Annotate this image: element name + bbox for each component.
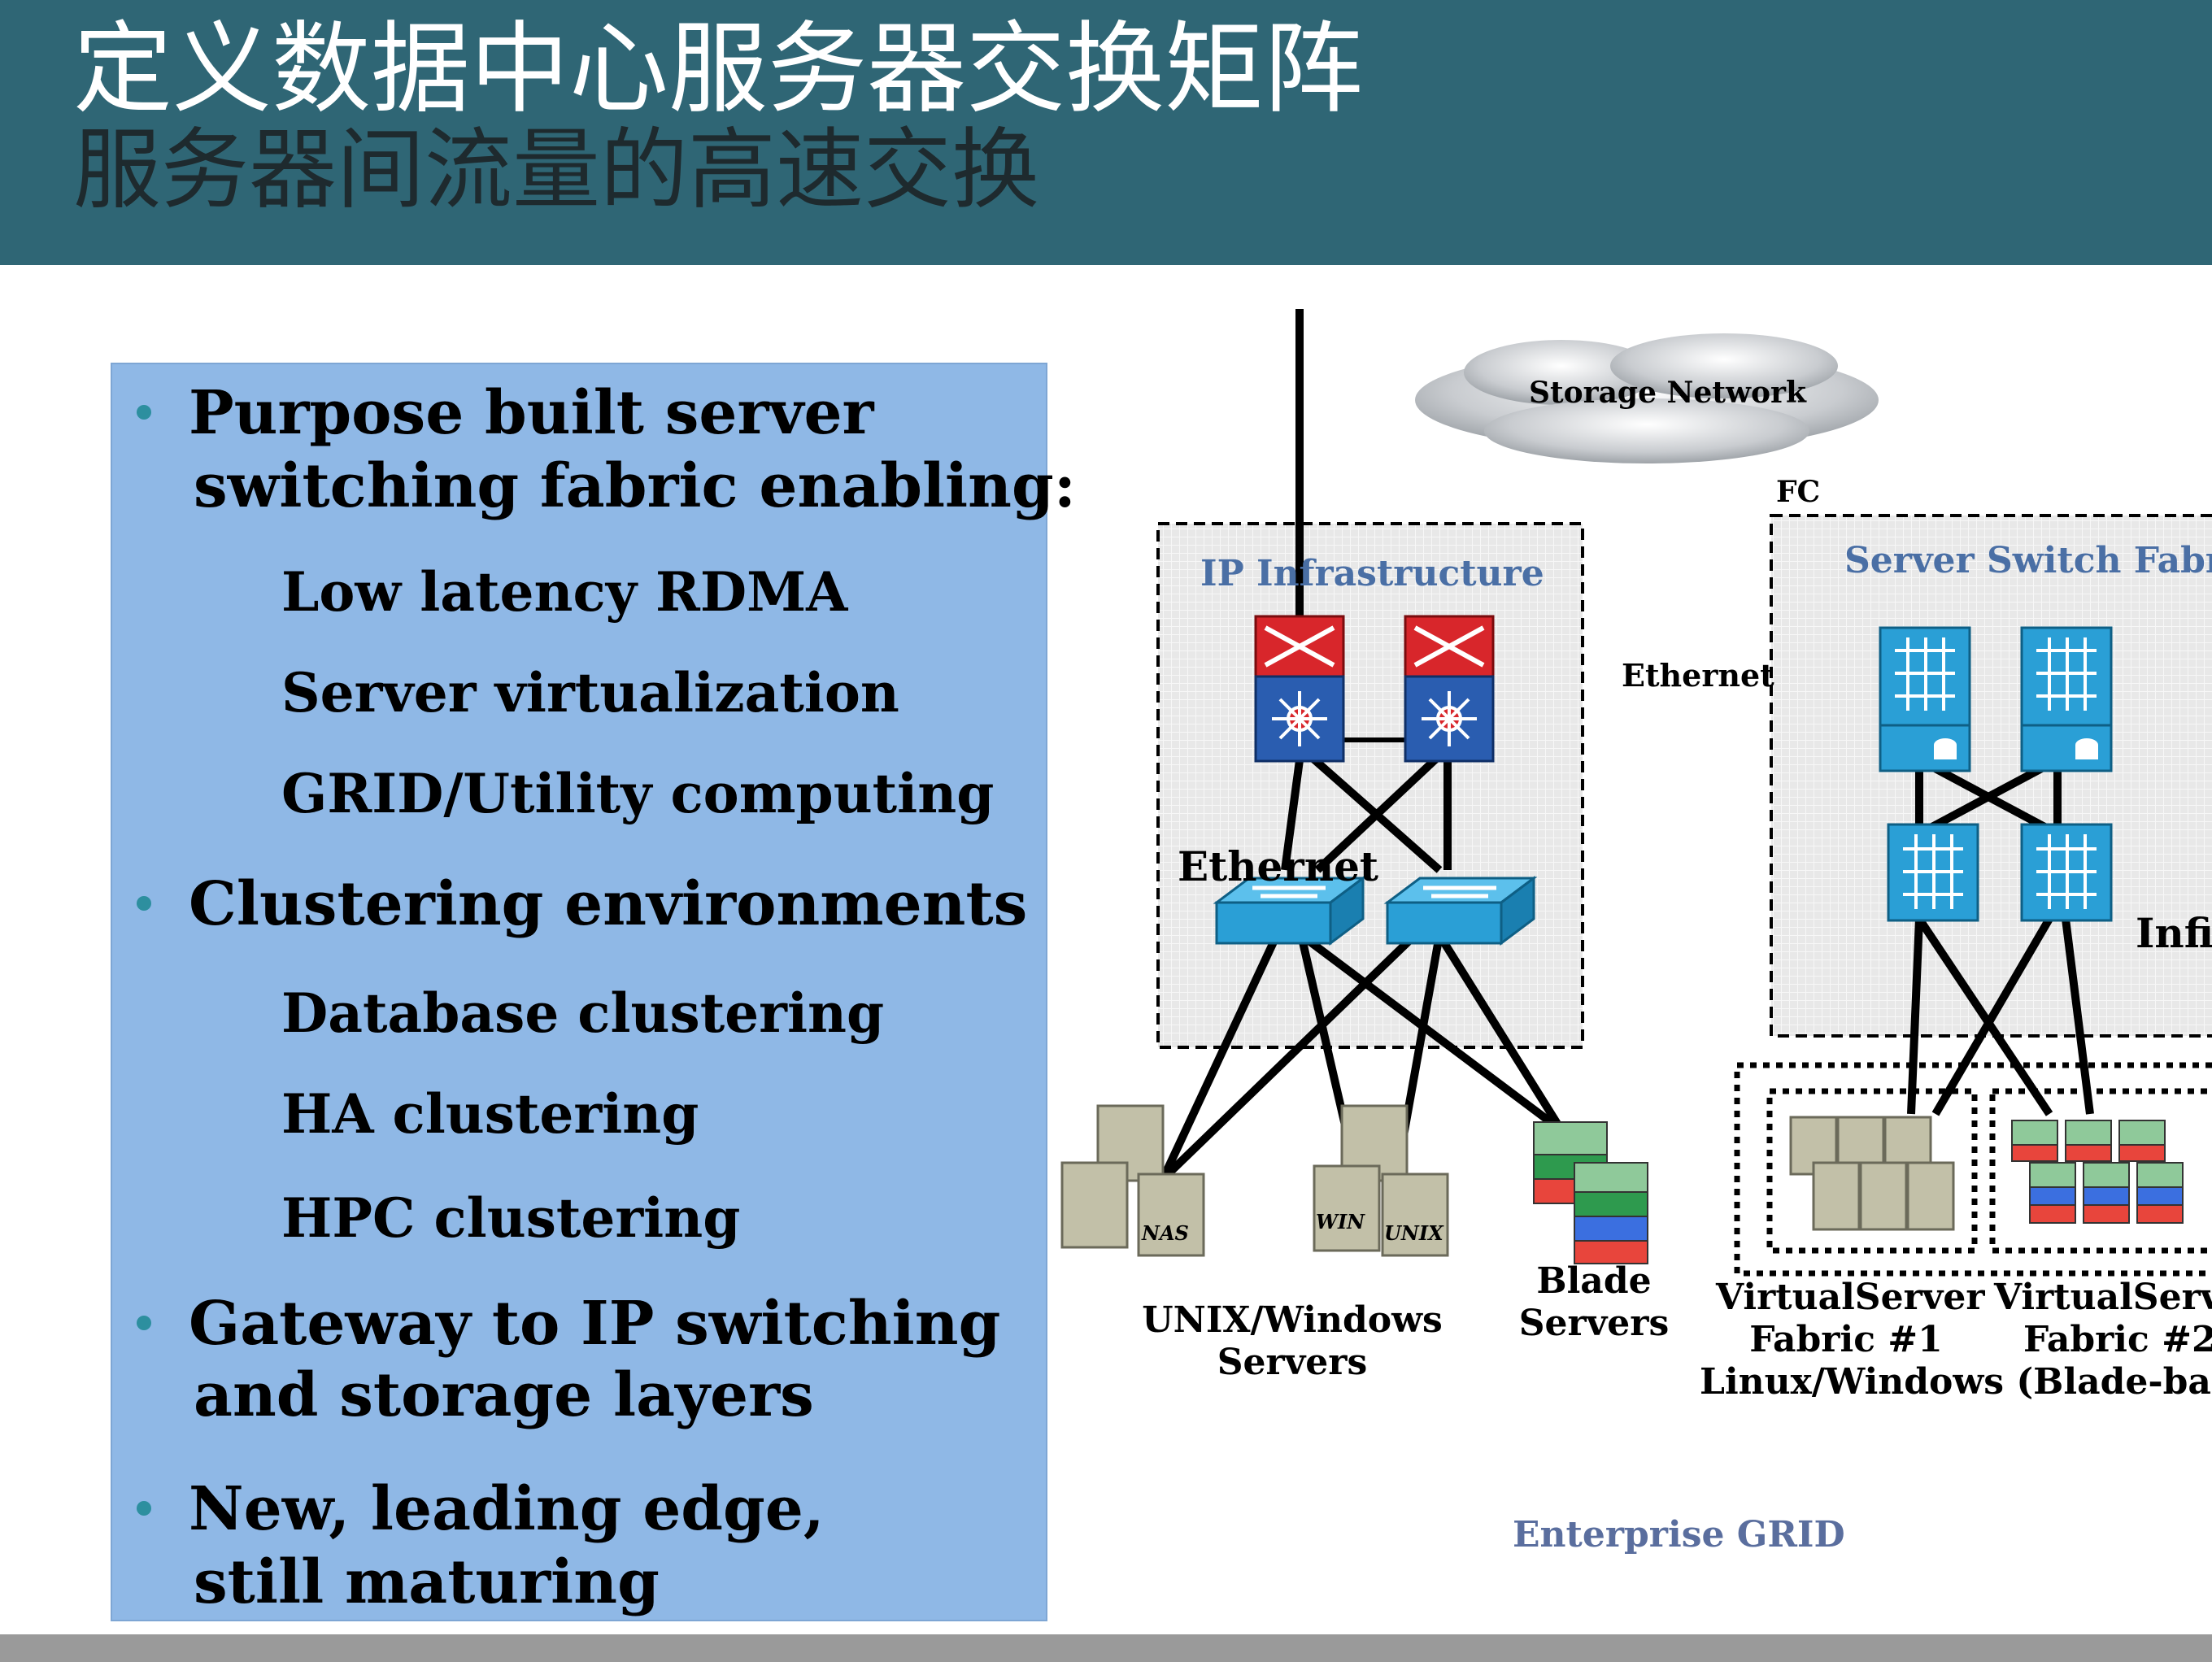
virtual-fabric-2-blades xyxy=(2011,1120,2184,1224)
blade-servers xyxy=(1533,1121,1648,1264)
ip-infrastructure-box xyxy=(1156,522,1584,1049)
bullet-1-line1: Purpose built server xyxy=(189,378,874,448)
title-bar: 定义数据中心服务器交换矩阵 服务器间流量的高速交换 xyxy=(0,0,2212,265)
server-switch-top-1 xyxy=(1879,626,1971,772)
ethernet-label-top: Ethernet xyxy=(1622,657,1774,694)
sub-item: Low latency RDMA xyxy=(281,560,848,624)
page-subtitle: 服务器间流量的高速交换 xyxy=(73,120,1040,221)
server-switch-top-2 xyxy=(2020,626,2113,772)
bullet-3-line1: Gateway to IP switching xyxy=(189,1289,1001,1359)
storage-network-label: Storage Network xyxy=(1529,376,1806,410)
sub-item: HPC clustering xyxy=(281,1186,741,1250)
ethernet-switch-2 xyxy=(1383,876,1538,946)
virtual-server-fabric-2-label-2: Fabric #2 xyxy=(2023,1319,2212,1360)
footer-bar xyxy=(0,1634,2212,1662)
bullet-dot xyxy=(137,405,151,420)
nas-label: NAS xyxy=(1142,1221,1189,1245)
unix-windows-servers-label-1: UNIX/Windows xyxy=(1142,1299,1443,1341)
bullet-3-line2: and storage layers xyxy=(194,1360,814,1430)
server-switch-fabric-box xyxy=(1770,514,2212,1038)
enterprise-grid-label: Enterprise GRID xyxy=(1513,1514,1845,1555)
router-1 xyxy=(1254,615,1345,763)
bullet-2-line1: Clustering environments xyxy=(189,869,1028,939)
virtual-server-fabric-1-label-2: Fabric #1 xyxy=(1749,1319,1943,1360)
ip-infrastructure-label: IP Infrastructure xyxy=(1200,553,1544,594)
virtual-server-fabric-1-label-1: VirtualServer xyxy=(1716,1277,1985,1318)
bullet-dot xyxy=(137,896,151,911)
sub-item: GRID/Utility computing xyxy=(281,762,995,825)
virtual-server-fabric-2-label-1: VirtualServ xyxy=(1994,1277,2212,1318)
virtual-fabric-outer-box xyxy=(1734,1062,2212,1277)
sub-item: HA clustering xyxy=(281,1082,699,1146)
blade-servers-label-2: Servers xyxy=(1518,1303,1670,1344)
sub-item: Server virtualization xyxy=(281,661,899,724)
unix-windows-servers-label-2: Servers xyxy=(1217,1342,1368,1383)
sub-item: Database clustering xyxy=(281,981,885,1045)
network-diagram: Storage Network FC IP Infrastructure Ser… xyxy=(1057,309,2212,1642)
storage-network-cloud xyxy=(1415,333,1879,463)
page-title: 定义数据中心服务器交换矩阵 xyxy=(73,11,1363,127)
bullet-4-line1: New, leading edge, xyxy=(189,1474,825,1544)
ethernet-switch-1 xyxy=(1213,876,1367,946)
server-switch-mid-1 xyxy=(1887,823,1979,922)
ethernet-label-mid: Ethernet xyxy=(1178,842,1378,890)
virtual-fabric-2-box xyxy=(1989,1088,2212,1254)
win-label: WIN xyxy=(1316,1210,1365,1233)
unix-label: UNIX xyxy=(1384,1221,1443,1245)
fc-label: FC xyxy=(1776,475,1821,509)
bullet-dot xyxy=(137,1501,151,1516)
unix-windows-servers xyxy=(1060,1104,1449,1257)
bullet-dot xyxy=(137,1316,151,1330)
server-switch-mid-2 xyxy=(2020,823,2113,922)
bullet-1-line2: switching fabric enabling: xyxy=(194,451,1077,521)
bullet-4-line2: still maturing xyxy=(194,1547,660,1617)
linux-windows-label: Linux/Windows (Blade-base xyxy=(1700,1361,2212,1403)
server-switch-fabric-label: Server Switch Fabric xyxy=(1844,540,2212,581)
blade-servers-label-1: Blade xyxy=(1536,1260,1652,1302)
infiniband-label: Infin xyxy=(2136,909,2212,957)
virtual-fabric-1-servers xyxy=(1789,1116,1955,1231)
diagram-graphics xyxy=(1060,309,2212,1277)
router-2 xyxy=(1404,615,1495,763)
bullet-panel: Purpose built server switching fabric en… xyxy=(111,363,1076,1621)
